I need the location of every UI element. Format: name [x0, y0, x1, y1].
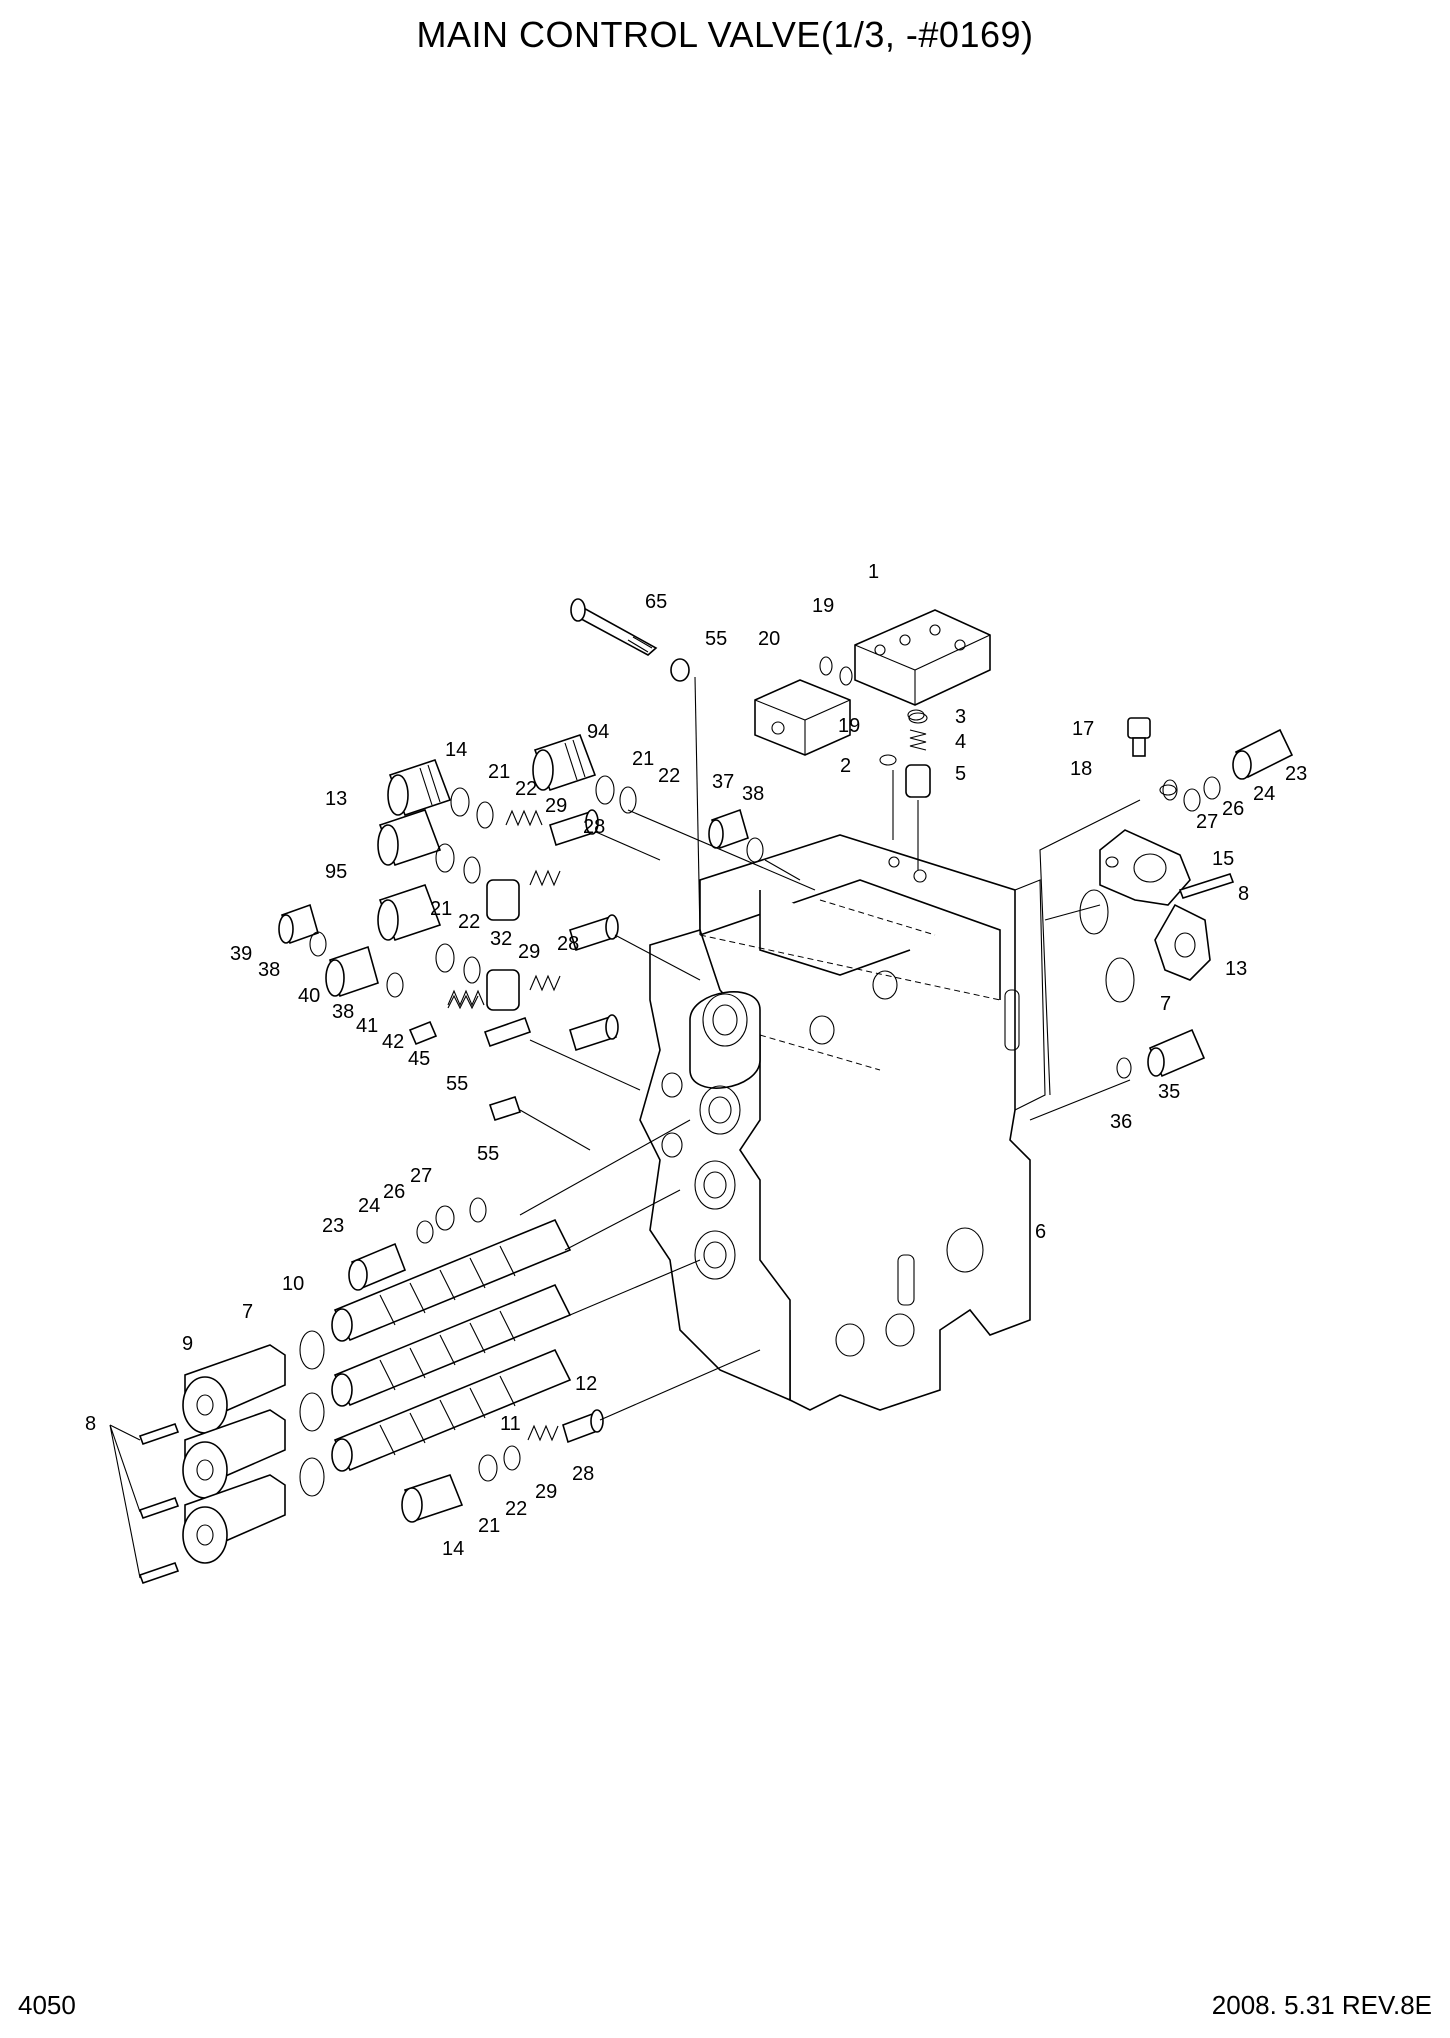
- valve-body: [639, 834, 1046, 1411]
- cover-13: [1154, 903, 1211, 981]
- callout-30b: 28: [557, 933, 579, 955]
- callout-30a: 28: [583, 816, 605, 838]
- revision-date: 2008. 5.31 REV.8E: [1211, 1990, 1432, 2020]
- plungers-30: [549, 809, 619, 1444]
- callout-15b: 14: [442, 1538, 464, 1560]
- callout-24d: 22: [505, 1498, 527, 1520]
- callout-labels: 1 19 65 55 20 19 3 4 2 5 17 18 23 24 26 …: [85, 561, 1307, 1560]
- callout-7r: 7: [1160, 993, 1171, 1015]
- callout-23d: 21: [478, 1515, 500, 1537]
- callout-11: 11: [500, 1413, 521, 1435]
- plug-94: [532, 733, 597, 792]
- callout-31b: 29: [518, 941, 540, 963]
- spool-32: [486, 879, 520, 1011]
- callout-8r: 8: [1238, 883, 1249, 905]
- callout-23c: 21: [430, 898, 452, 920]
- callout-26r: 23: [1285, 763, 1307, 785]
- callout-1: 1: [868, 561, 879, 583]
- callout-28r: 26: [1222, 798, 1244, 820]
- callout-3: 3: [955, 706, 966, 728]
- callout-36b: 38: [258, 959, 280, 981]
- plug-14: [377, 808, 442, 867]
- callout-27l: 24: [358, 1195, 380, 1217]
- callout-41: 45: [408, 1048, 430, 1070]
- callout-94: 94: [587, 721, 609, 743]
- callout-95: 95: [325, 861, 347, 883]
- relief-33: [1147, 1028, 1206, 1078]
- callout-45: 55: [477, 1143, 499, 1165]
- callout-4: 4: [955, 731, 966, 753]
- plug-18: [1127, 717, 1151, 757]
- bolt-65: [570, 598, 658, 656]
- callout-9: 9: [182, 1333, 193, 1355]
- callout-34: 36: [1110, 1111, 1132, 1133]
- callout-21: 19: [838, 715, 860, 737]
- spools-10-11-12: [331, 1218, 572, 1472]
- callout-42: 55: [446, 1073, 468, 1095]
- callout-24a: 22: [515, 778, 537, 800]
- callout-10: 10: [282, 1273, 304, 1295]
- callout-2: 2: [840, 755, 851, 777]
- plug-26-right: [1232, 728, 1294, 780]
- cap-35: [708, 808, 749, 850]
- callout-30c: 28: [572, 1463, 594, 1485]
- callout-22: 20: [758, 628, 780, 650]
- diagram-title: MAIN CONTROL VALVE(1/3, -#0169): [416, 14, 1034, 55]
- callout-31a: 29: [545, 795, 567, 817]
- callout-14: 13: [325, 788, 347, 810]
- callout-18: 17: [1072, 718, 1094, 740]
- callout-31c: 29: [535, 1481, 557, 1503]
- callout-24b: 22: [658, 765, 680, 787]
- plug-15-bottom: [401, 1474, 464, 1523]
- callout-8l: 8: [85, 1413, 96, 1435]
- bolts-8-left: [138, 1422, 180, 1585]
- callout-5: 5: [955, 763, 966, 785]
- cap-37: [278, 903, 319, 945]
- plug-26-left: [348, 1242, 407, 1291]
- callout-35: 37: [712, 771, 734, 793]
- callout-7l: 7: [242, 1301, 253, 1323]
- callout-12: 12: [575, 1373, 597, 1395]
- plug-15-top: [387, 758, 452, 817]
- detent-parts: [408, 994, 532, 1122]
- callout-40: 42: [382, 1031, 404, 1053]
- top-block-1: [854, 609, 991, 706]
- cover-17: [1099, 829, 1191, 906]
- callout-29l: 27: [410, 1165, 432, 1187]
- page-number: 4050: [18, 1990, 76, 2020]
- plug-95: [377, 883, 442, 942]
- callout-24c: 22: [458, 911, 480, 933]
- caps-9: [182, 1344, 286, 1564]
- springs-31: [447, 809, 561, 1442]
- callout-55: 55: [705, 628, 727, 650]
- callout-38: 40: [298, 985, 320, 1007]
- callout-65: 65: [645, 591, 667, 613]
- callout-15t: 14: [445, 739, 467, 761]
- callout-28l: 26: [383, 1181, 405, 1203]
- check-parts-3-4-5: [905, 712, 931, 798]
- callout-23b: 21: [632, 748, 654, 770]
- callout-37: 39: [230, 943, 252, 965]
- callout-39: 41: [356, 1015, 378, 1037]
- o-rings: [299, 656, 1221, 1497]
- callout-19: 18: [1070, 758, 1092, 780]
- callout-27r: 24: [1253, 783, 1275, 805]
- washer-55: [670, 658, 690, 682]
- callout-17: 15: [1212, 848, 1234, 870]
- callout-29r: 27: [1196, 811, 1218, 833]
- guide-lines: [109, 676, 1141, 1579]
- sleeve-38: [325, 945, 379, 998]
- callout-32: 32: [490, 928, 512, 950]
- callout-23a: 21: [488, 761, 510, 783]
- callout-20: 19: [812, 595, 834, 617]
- callout-36a: 38: [742, 783, 764, 805]
- callout-26l: 23: [322, 1215, 344, 1237]
- block-22: [754, 679, 851, 756]
- callout-6: 6: [1035, 1221, 1046, 1243]
- bolt-8-right: [1178, 873, 1235, 899]
- callout-13: 13: [1225, 958, 1247, 980]
- callout-36c: 38: [332, 1001, 354, 1023]
- callout-33: 35: [1158, 1081, 1180, 1103]
